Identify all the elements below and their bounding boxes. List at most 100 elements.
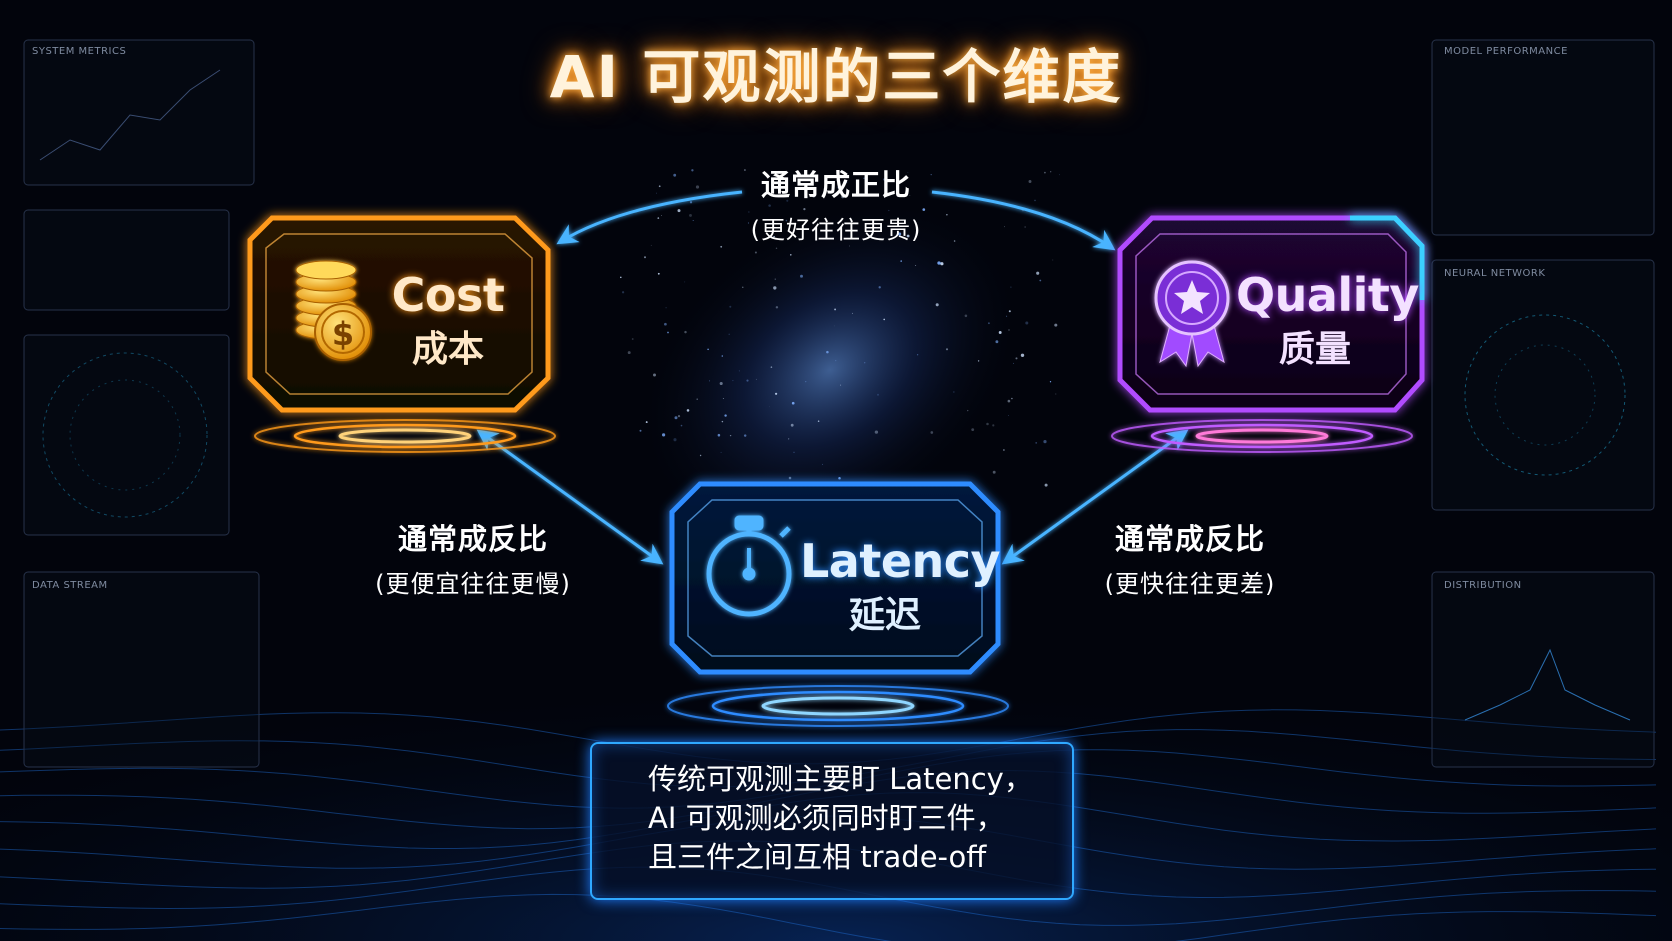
summary-line-3: 且三件之间互相 trade-off — [648, 840, 987, 874]
star — [1020, 353, 1025, 357]
star — [657, 272, 660, 275]
star — [977, 360, 980, 362]
star — [732, 380, 734, 382]
star — [775, 306, 779, 309]
relation-quality-latency: 通常成反比 (更快往往更差) — [1090, 516, 1290, 599]
star — [935, 303, 939, 307]
star — [785, 219, 788, 222]
star — [803, 207, 806, 211]
star — [1025, 321, 1029, 325]
star — [995, 340, 999, 344]
star — [883, 318, 886, 321]
star — [930, 173, 932, 176]
stopwatch-icon — [706, 515, 792, 617]
quality-label-en: Quality — [1236, 268, 1419, 322]
node-latency — [667, 481, 1009, 727]
star — [1035, 442, 1038, 444]
star — [964, 314, 968, 318]
star — [1008, 310, 1011, 313]
star — [1024, 226, 1026, 228]
star — [883, 178, 886, 181]
star — [1028, 180, 1032, 183]
star — [845, 181, 848, 183]
quality-label-zh: 质量 — [1278, 329, 1351, 370]
relation-cost-quality-main: 通常成正比 — [760, 168, 911, 202]
star — [738, 370, 740, 372]
star — [774, 278, 776, 280]
node-quality — [1111, 215, 1425, 453]
star — [835, 360, 837, 362]
star — [728, 333, 730, 335]
star — [1003, 449, 1005, 451]
star — [1008, 329, 1010, 331]
star — [684, 330, 687, 334]
star — [717, 433, 721, 437]
star — [691, 169, 694, 172]
latency-label-zh: 延迟 — [848, 595, 921, 636]
star — [621, 291, 625, 294]
panel-label-system-metrics: SYSTEM METRICS — [32, 46, 127, 57]
network-sphere-left — [42, 352, 208, 518]
star — [658, 185, 661, 188]
star — [665, 307, 667, 309]
panel-label-data-stream: DATA STREAM — [32, 580, 108, 591]
star — [1036, 271, 1040, 275]
star — [722, 397, 724, 400]
star — [1007, 415, 1009, 416]
star — [684, 281, 686, 283]
relation-cost-latency: 通常成反比 (更便宜往往更慢) — [358, 516, 588, 599]
arrow-to-quality — [931, 190, 1116, 251]
star — [971, 428, 975, 432]
star — [620, 276, 622, 279]
panel-label-distribution: DISTRIBUTION — [1444, 580, 1522, 591]
relation-quality-latency-main: 通常成反比 — [1114, 522, 1265, 556]
star — [786, 199, 789, 202]
star — [790, 423, 794, 427]
star — [770, 366, 773, 368]
star — [953, 240, 956, 242]
star — [677, 209, 681, 213]
star — [729, 305, 732, 308]
star — [689, 213, 692, 217]
star — [1039, 279, 1042, 282]
star — [826, 350, 829, 354]
star — [673, 438, 677, 442]
star — [742, 286, 744, 288]
star — [747, 222, 749, 224]
panel-model-performance — [1431, 39, 1655, 236]
star — [909, 194, 911, 196]
background-panels — [23, 39, 1655, 768]
panel-neural-network — [1431, 259, 1655, 511]
star — [834, 308, 837, 311]
star — [986, 422, 989, 426]
star — [967, 409, 969, 412]
star — [1015, 357, 1018, 360]
star — [721, 420, 724, 423]
latency-label-group: Latency 延迟 — [800, 538, 1001, 636]
star — [695, 185, 700, 189]
star — [769, 406, 771, 408]
summary-box: 传统可观测主要盯 Latency， AI 可观测必须同时盯三件， 且三件之间互相… — [590, 742, 1074, 900]
star — [720, 245, 723, 248]
star — [800, 274, 803, 278]
star — [653, 373, 656, 377]
star — [720, 451, 722, 453]
star — [877, 393, 879, 396]
star — [709, 380, 711, 382]
star — [662, 433, 666, 437]
svg-text:$: $ — [332, 315, 354, 353]
cost-label-group: Cost 成本 — [378, 272, 518, 368]
star — [775, 247, 778, 250]
star — [848, 245, 850, 247]
star — [1050, 171, 1052, 173]
star — [689, 201, 693, 204]
star — [631, 338, 634, 340]
star — [692, 219, 694, 222]
star — [721, 355, 724, 357]
star — [998, 331, 1002, 334]
cost-label-zh: 成本 — [411, 329, 484, 370]
star — [774, 392, 778, 395]
relation-cost-latency-note: (更便宜往往更慢) — [375, 570, 571, 598]
award-ribbon-star-icon — [1154, 260, 1230, 368]
star — [748, 211, 750, 213]
